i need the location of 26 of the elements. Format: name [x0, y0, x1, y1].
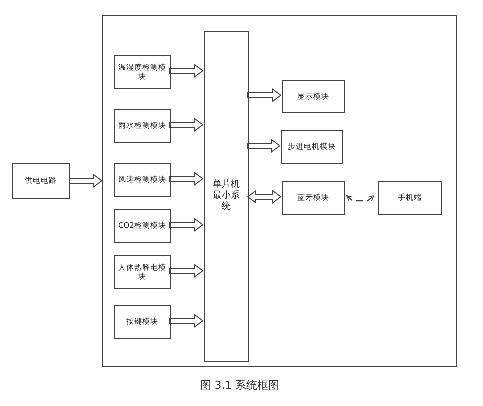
block-arrow: [170, 64, 204, 78]
block-arrow: [170, 118, 204, 132]
system-frame: [102, 15, 457, 367]
module-box: [282, 181, 345, 215]
module-box: [114, 209, 171, 243]
block-arrow: [247, 190, 282, 204]
controller-box: [204, 31, 249, 362]
block-arrow: [70, 174, 103, 188]
module-box: [114, 305, 171, 339]
module-box: [12, 163, 70, 199]
module-box: [114, 109, 171, 143]
module-label: 单片机最小系统: [212, 180, 240, 214]
block-arrow: [248, 88, 282, 102]
module-box: [378, 181, 442, 215]
module-box: [114, 163, 171, 197]
block-arrow: [170, 314, 204, 328]
module-box: [282, 80, 345, 113]
block-arrow: [170, 218, 204, 232]
module-box: [114, 55, 171, 89]
block-arrow: [170, 264, 204, 278]
block-arrow: [170, 172, 204, 186]
module-box: [281, 130, 343, 164]
module-box: [114, 255, 171, 289]
figure-caption: 图 3.1 系统框图: [199, 378, 281, 393]
block-arrow: [248, 139, 281, 153]
wireless-link: [346, 196, 374, 202]
